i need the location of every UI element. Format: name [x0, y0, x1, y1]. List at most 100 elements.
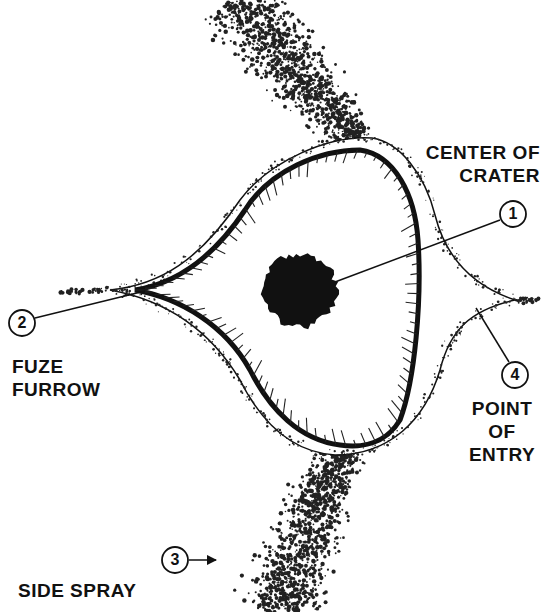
spray-dot — [345, 511, 349, 515]
spray-dot — [287, 565, 289, 567]
spray-dot — [233, 4, 236, 7]
spray-dot — [306, 474, 308, 476]
spray-dot — [310, 519, 312, 521]
spray-dot — [320, 58, 323, 61]
spray-dot — [292, 89, 296, 93]
spray-dot — [275, 575, 276, 576]
spray-dot — [264, 545, 268, 549]
spray-dot — [270, 9, 274, 13]
spray-dot — [315, 119, 317, 121]
spray-dot — [309, 573, 313, 577]
spray-dot — [363, 462, 365, 464]
spray-dot — [293, 565, 295, 567]
spray-dot — [255, 72, 259, 76]
spray-dot — [345, 476, 348, 479]
spray-dot — [283, 569, 285, 571]
spray-dot — [324, 479, 328, 483]
spray-dot — [328, 520, 333, 525]
spray-dot — [241, 58, 245, 62]
spray-dot — [312, 131, 315, 134]
spray-dot — [263, 579, 265, 581]
spray-dot — [265, 19, 267, 21]
spray-dot — [237, 24, 239, 26]
spray-dot — [289, 601, 291, 603]
spray-dot — [334, 541, 336, 543]
spray-dot — [282, 23, 286, 27]
spray-dot — [276, 19, 278, 21]
spray-dot — [336, 95, 338, 97]
spray-dot — [249, 15, 253, 19]
spray-dot — [259, 590, 262, 593]
spray-dot — [308, 95, 312, 99]
spray-dot — [294, 52, 298, 56]
spray-dot — [223, 4, 227, 8]
spray-dot — [280, 603, 283, 606]
spray-dot — [292, 534, 296, 538]
spray-dot — [326, 462, 330, 466]
spray-dot — [283, 571, 287, 575]
spray-dot — [259, 11, 263, 15]
spray-dot — [326, 94, 328, 96]
spray-dot — [266, 89, 268, 91]
spray-dot — [261, 56, 265, 60]
spray-dot — [326, 523, 328, 525]
spray-dot — [344, 481, 347, 484]
spray-dot — [264, 31, 268, 35]
spray-dot — [301, 22, 304, 25]
spray-dot — [275, 553, 279, 557]
spray-dot — [272, 27, 276, 31]
spray-dot — [271, 100, 273, 102]
spray-dot — [300, 112, 303, 115]
spray-dot — [296, 507, 299, 510]
spray-dot — [320, 75, 324, 79]
spray-dot — [289, 46, 292, 49]
spray-dot — [247, 7, 248, 8]
spray-dot — [286, 482, 290, 486]
spray-dot — [305, 548, 309, 552]
spray-dot — [274, 551, 276, 553]
spray-dot — [284, 2, 287, 5]
spray-dot — [307, 109, 308, 110]
spray-dot — [269, 583, 272, 586]
spray-dot — [304, 523, 307, 526]
spray-dot — [233, 41, 237, 45]
spray-dot — [252, 13, 254, 15]
spray-dot — [248, 2, 252, 6]
spray-dot — [296, 50, 298, 52]
spray-dot — [284, 41, 288, 45]
spray-dot — [297, 609, 300, 612]
spray-dot — [331, 467, 334, 470]
spray-dot — [329, 75, 333, 79]
spray-dot — [270, 54, 273, 57]
spray-dot — [327, 498, 330, 501]
spray-dot — [258, 44, 260, 46]
spray-dot — [308, 472, 312, 476]
spray-dot — [293, 46, 296, 49]
spray-dot — [312, 457, 316, 461]
spray-dot — [293, 602, 297, 606]
spray-dot — [319, 101, 321, 103]
spray-dot — [313, 539, 317, 543]
spray-dot — [347, 119, 350, 122]
spray-dot — [322, 46, 326, 50]
spray-dot — [257, 593, 260, 596]
spray-dot — [219, 21, 223, 25]
spray-dot — [331, 468, 333, 470]
spray-dot — [274, 593, 277, 596]
spray-dot — [269, 578, 272, 581]
spray-dot — [326, 118, 329, 121]
spray-dot — [326, 79, 328, 81]
spray-dot — [302, 82, 305, 85]
spray-dot — [326, 118, 329, 121]
spray-dot — [331, 111, 335, 115]
spray-dot — [314, 86, 317, 89]
spray-dot — [247, 41, 251, 45]
spray-dot — [285, 82, 287, 84]
spray-dot — [276, 23, 278, 25]
spray-dot — [289, 583, 293, 587]
spray-dot — [356, 130, 360, 134]
spray-dot — [292, 77, 294, 79]
spray-dot — [257, 51, 261, 55]
spray-dot — [301, 49, 302, 50]
